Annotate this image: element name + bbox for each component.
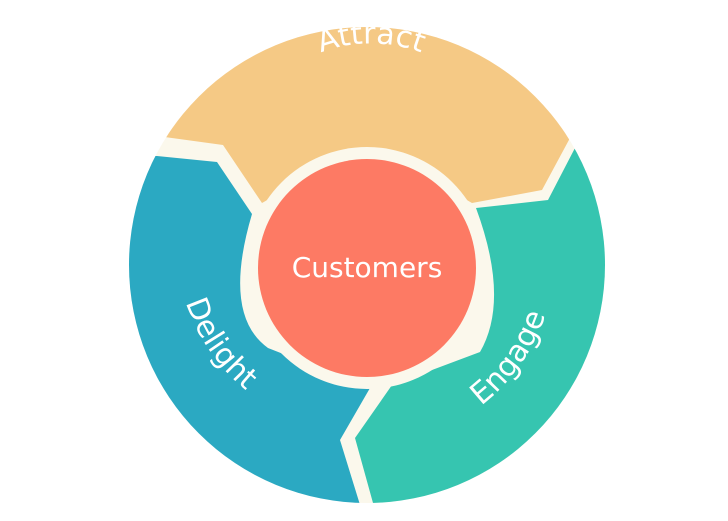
segment-attract [150,27,570,203]
center-circle [258,159,476,377]
center-label: Customers [292,251,443,284]
